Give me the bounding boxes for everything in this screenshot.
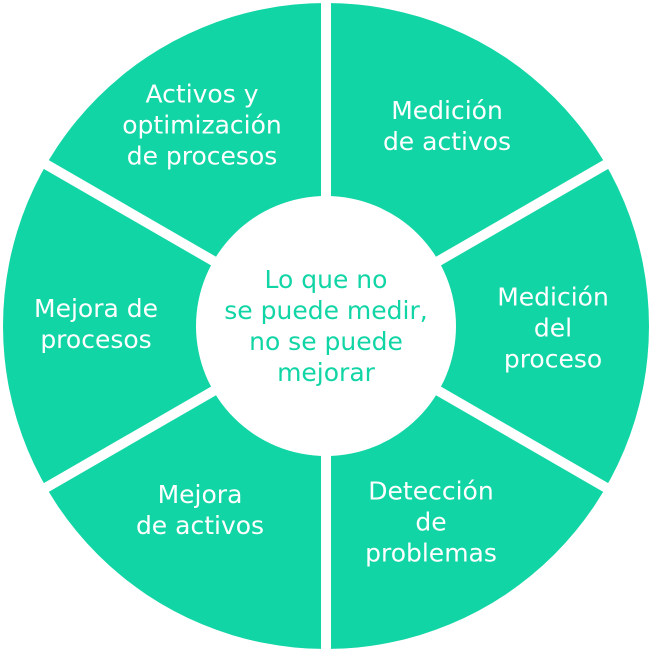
wheel-separators <box>37 0 615 649</box>
center-message: Lo que no se puede medir, no se puede me… <box>224 265 428 387</box>
center-circle <box>196 196 456 456</box>
